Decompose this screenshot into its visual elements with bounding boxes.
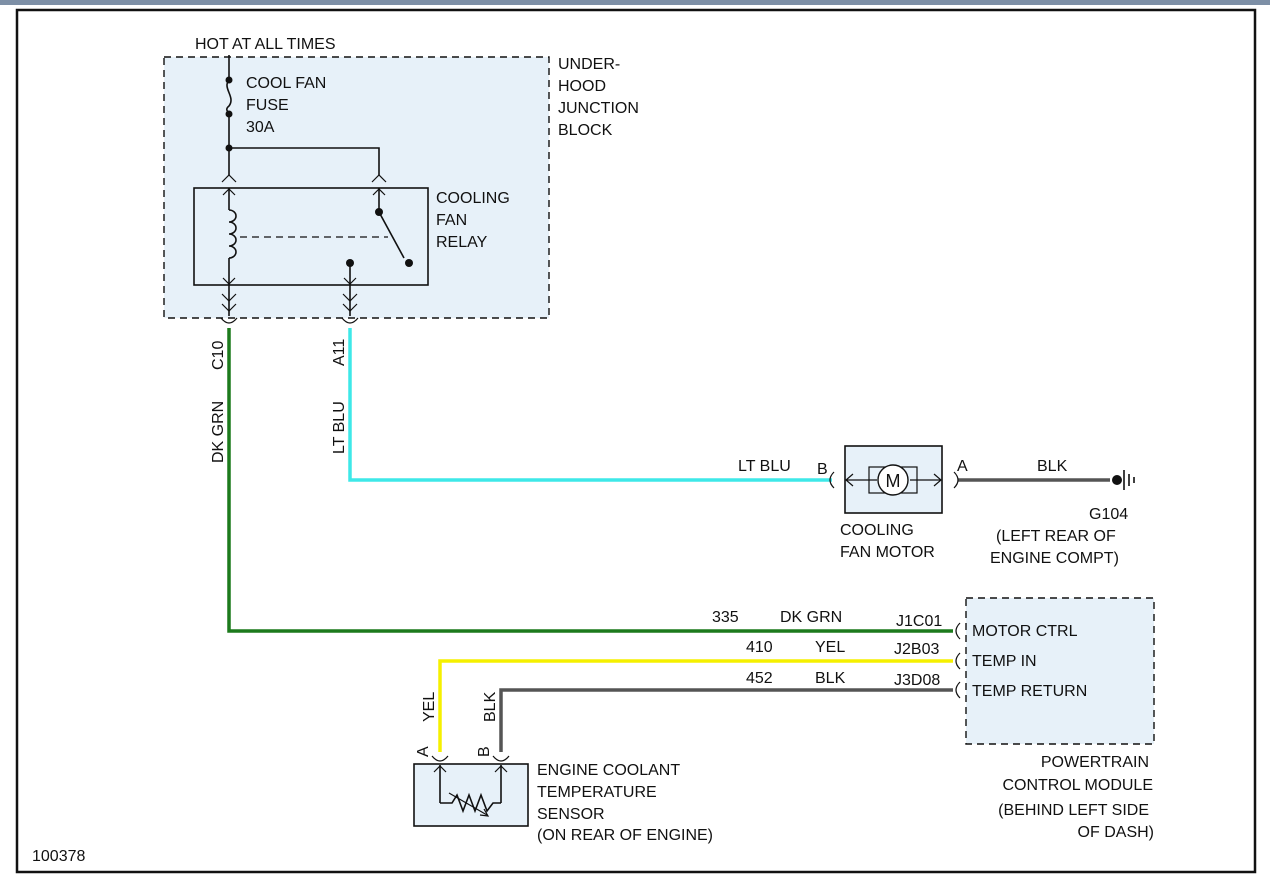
- pcm-pin-temp-return: TEMP RETURN: [972, 683, 1087, 700]
- sensor-name-label-4: (ON REAR OF ENGINE): [537, 827, 713, 844]
- w452-circuit-label: 452: [746, 670, 773, 687]
- underhood-block-label-3: JUNCTION: [558, 100, 639, 117]
- fuse-symbol: [221, 55, 387, 183]
- w410-circuit-label: 410: [746, 639, 773, 656]
- relay-label-2: FAN: [436, 212, 467, 229]
- sensor-pin-b-label: B: [476, 746, 493, 757]
- underhood-block-label-1: UNDER-: [558, 56, 620, 73]
- ground-color-label: BLK: [1037, 458, 1068, 475]
- fuse-label-2: FUSE: [246, 97, 289, 114]
- wire-452-blk: [499, 688, 953, 752]
- sensor-name-label-2: TEMPERATURE: [537, 784, 657, 801]
- ground-symbol: [1112, 470, 1135, 490]
- ground-label-3: ENGINE COMPT): [990, 550, 1119, 567]
- engine-coolant-temp-sensor: [413, 763, 529, 827]
- sensor-pin-a-label: A: [415, 746, 432, 757]
- motor-name-label-2: FAN MOTOR: [840, 544, 935, 561]
- motor-pin-a-label: A: [957, 458, 968, 475]
- hot-at-all-times-label: HOT AT ALL TIMES: [195, 36, 336, 53]
- wire-a11-lt-blu: [348, 328, 832, 482]
- sensor-yel-label: YEL: [421, 692, 438, 722]
- pcm-name-label-4: OF DASH): [1078, 824, 1154, 841]
- sensor-name-label-3: SENSOR: [537, 806, 605, 823]
- w452-color-label: BLK: [815, 670, 846, 687]
- relay-label-3: RELAY: [436, 234, 488, 251]
- w410-color-label: YEL: [815, 639, 845, 656]
- sensor-blk-label: BLK: [482, 691, 499, 722]
- w410-connector-label: J2B03: [894, 641, 939, 658]
- c10-color-label: DK GRN: [210, 401, 227, 463]
- figure-id-label: 100378: [32, 848, 85, 865]
- underhood-block-label-2: HOOD: [558, 78, 606, 95]
- wire-c10-dk-grn: [227, 328, 953, 633]
- motor-feed-color-label: LT BLU: [738, 458, 791, 475]
- pcm-name-label-1: POWERTRAIN: [1041, 754, 1149, 771]
- a11-color-label: LT BLU: [331, 401, 348, 454]
- window-top-bar: [0, 0, 1270, 5]
- cooling-fan-relay-box: [193, 187, 429, 286]
- wire-410-yel: [438, 659, 953, 752]
- ground-label-1: G104: [1089, 506, 1128, 523]
- motor-pin-b-label: B: [817, 461, 828, 478]
- sensor-name-label-1: ENGINE COOLANT: [537, 762, 680, 779]
- fuse-label-1: COOL FAN: [246, 75, 326, 92]
- motor-symbol-letter: M: [886, 471, 901, 491]
- motor-symbol: [829, 464, 959, 496]
- relay-internals: [222, 188, 413, 285]
- pcm-connectors: [955, 622, 961, 699]
- sensor-internals: [431, 755, 510, 817]
- w335-connector-label: J1C01: [896, 613, 942, 630]
- pcm-name-label-2: CONTROL MODULE: [1002, 777, 1153, 794]
- powertrain-control-module: [965, 597, 1155, 745]
- c10-pin-label: C10: [210, 341, 227, 370]
- underhood-block-label-4: BLOCK: [558, 122, 613, 139]
- pcm-pin-temp-in: TEMP IN: [972, 653, 1037, 670]
- a11-pin-label: A11: [331, 339, 348, 366]
- motor-name-label-1: COOLING: [840, 522, 914, 539]
- pcm-name-label-3: (BEHIND LEFT SIDE: [998, 802, 1149, 819]
- w335-color-label: DK GRN: [780, 609, 842, 626]
- relay-label-1: COOLING: [436, 190, 510, 207]
- w335-circuit-label: 335: [712, 609, 739, 626]
- fuse-label-3: 30A: [246, 119, 275, 136]
- ground-label-2: (LEFT REAR OF: [996, 528, 1116, 545]
- pcm-pin-motor-ctrl: MOTOR CTRL: [972, 623, 1078, 640]
- relay-output-connectors: [220, 285, 359, 324]
- w452-connector-label: J3D08: [894, 672, 940, 689]
